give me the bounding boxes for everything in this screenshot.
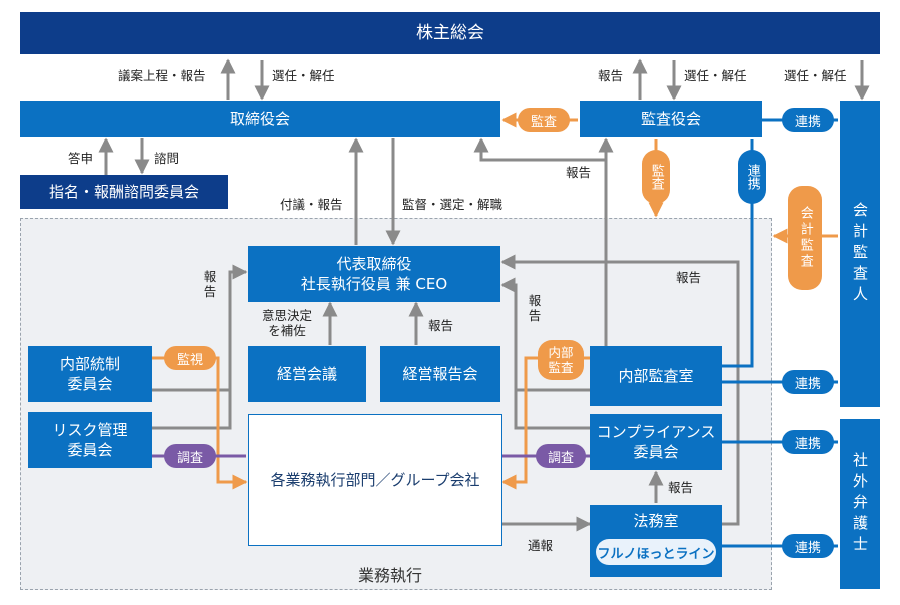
compliance-line2: 委員会 <box>633 443 679 461</box>
report-label-1: 報告 <box>598 68 624 83</box>
audit-pill-horizontal: 監査 <box>518 108 570 132</box>
investigate-pill-2: 調査 <box>536 444 586 468</box>
coop-pill-3: 連携 <box>782 370 834 394</box>
report-label-4: 報告 <box>676 270 702 285</box>
report-label-7: 報告 <box>668 480 694 495</box>
internal-audit-label: 内部監査室 <box>618 366 694 385</box>
coop-pill-v-label: 連携 <box>744 164 760 190</box>
investigate-2-label: 調査 <box>547 450 574 466</box>
coop-pill-3-label: 連携 <box>794 376 821 392</box>
proposal-report-label: 議案上程・報告 <box>118 68 206 83</box>
answer-label: 答申 <box>68 151 94 166</box>
outside-lawyer-label: 社外弁護士 <box>851 451 869 557</box>
legal-label: 法務室 <box>633 512 679 530</box>
internal-control-line2: 委員会 <box>67 375 113 393</box>
risk-line2: 委員会 <box>67 441 113 459</box>
business-execution-label: 業務執行 <box>357 566 422 585</box>
board-of-directors-box: 取締役会 <box>20 101 500 137</box>
management-report-box: 経営報告会 <box>380 346 500 402</box>
monitor-label: 監視 <box>176 352 203 368</box>
coop-pill-5: 連携 <box>782 534 834 558</box>
elect-dismiss-label-3: 選任・解任 <box>784 68 847 83</box>
elect-dismiss-label-2: 選任・解任 <box>684 68 747 83</box>
report-label-2: 報告 <box>566 165 592 180</box>
shareholders-meeting-label: 株主総会 <box>416 22 484 43</box>
board-label: 取締役会 <box>229 109 290 128</box>
report-label-5: 報告 <box>428 318 454 333</box>
hotline-badge: フルノほっとライン <box>596 539 716 565</box>
mgmt-report-label: 経営報告会 <box>402 364 478 383</box>
coop-pill-1-label: 連携 <box>794 114 821 130</box>
coop-pill-4: 連携 <box>782 430 834 454</box>
coop-pill-1: 連携 <box>782 108 834 132</box>
audit-pill-v-label: 監査 <box>648 164 664 190</box>
ceo-box: 代表取締役 社長執行役員 兼 CEO <box>248 246 500 302</box>
audit-pill-vertical: 監査 <box>642 150 670 204</box>
accounting-audit-pill: 会計監査 <box>788 186 822 290</box>
accounting-auditor-box: 会計監査人 <box>840 101 880 407</box>
internal-control-line1: 内部統制 <box>59 354 120 373</box>
compliance-line1: コンプライアンス <box>596 422 716 441</box>
supervise-label: 監督・選定・解職 <box>402 197 503 212</box>
decision-support-line2: を補佐 <box>268 323 306 338</box>
hotline-label: フルノほっとライン <box>597 546 715 562</box>
coop-pill-5-label: 連携 <box>794 540 821 556</box>
refer-report-label: 付議・報告 <box>280 197 343 212</box>
decision-support-label: 意思決定 を補佐 <box>262 308 312 338</box>
nomination-label: 指名・報酬諮問委員会 <box>48 182 199 201</box>
internal-audit-pill: 内部監査 <box>538 340 584 380</box>
accounting-audit-label: 会計監査 <box>797 206 813 270</box>
risk-committee-box: リスク管理 委員会 <box>28 412 152 468</box>
decision-support-line1: 意思決定 <box>262 308 313 323</box>
internal-audit-pill-label: 内部監査 <box>548 345 574 375</box>
audit-pill-h-label: 監査 <box>530 114 557 130</box>
ceo-title: 代表取締役 <box>336 254 412 273</box>
risk-line1: リスク管理 <box>52 420 128 439</box>
shareholders-meeting-box: 株主総会 <box>20 12 880 54</box>
audit-board-label: 監査役会 <box>640 109 701 128</box>
business-units-box: 各業務執行部門／グループ会社 <box>248 414 502 546</box>
investigate-1-label: 調査 <box>176 450 203 466</box>
internal-audit-office-box: 内部監査室 <box>590 346 722 406</box>
audit-board-box: 監査役会 <box>580 101 762 137</box>
ceo-subtitle: 社長執行役員 兼 CEO <box>300 275 448 293</box>
compliance-committee-box: コンプライアンス 委員会 <box>590 414 722 470</box>
coop-pill-vertical: 連携 <box>738 150 766 204</box>
nomination-committee-box: 指名・報酬諮問委員会 <box>20 175 228 209</box>
mgmt-meeting-label: 経営会議 <box>276 364 337 383</box>
report-label-3: 報告 <box>203 269 217 299</box>
internal-control-committee-box: 内部統制 委員会 <box>28 346 152 402</box>
business-units-label: 各業務執行部門／グループ会社 <box>270 470 480 489</box>
consult-label: 諮問 <box>154 151 180 166</box>
report-label-6: 報告 <box>528 293 542 323</box>
investigate-pill-1: 調査 <box>164 444 216 468</box>
whistleblow-label: 通報 <box>528 538 554 553</box>
outside-lawyer-box: 社外弁護士 <box>840 419 880 589</box>
monitor-pill: 監視 <box>164 346 216 370</box>
accounting-auditor-label: 会計監査人 <box>851 201 869 307</box>
coop-pill-4-label: 連携 <box>794 436 821 452</box>
management-meeting-box: 経営会議 <box>248 346 366 402</box>
elect-dismiss-label-1: 選任・解任 <box>272 68 335 83</box>
